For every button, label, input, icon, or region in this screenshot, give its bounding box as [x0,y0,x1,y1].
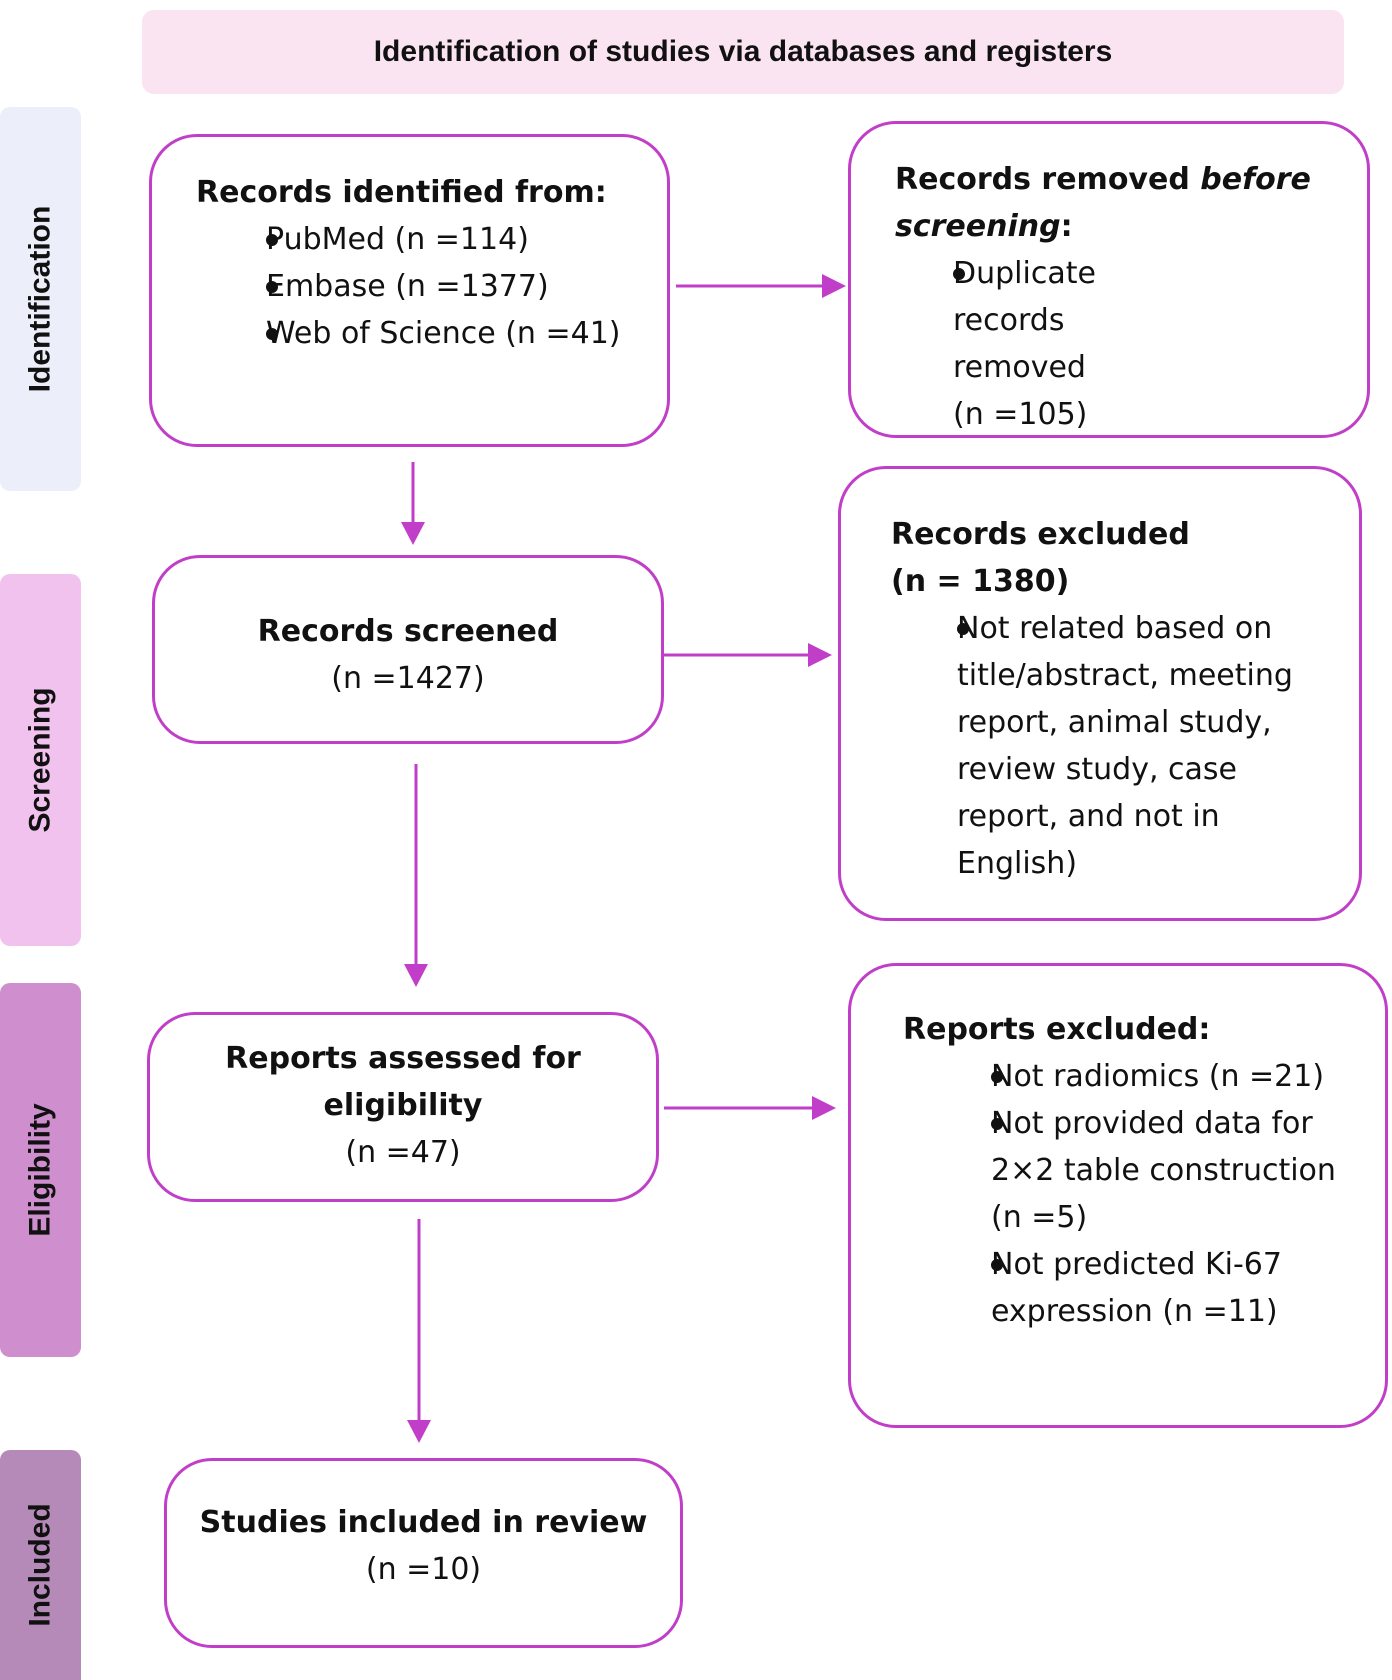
header-title: Identification of studies via databases … [373,35,1113,68]
records-excluded-box: Records excluded (n = 1380) Not related … [838,466,1362,921]
stage-identification: Identification [0,107,81,491]
list-item: Not provided data for 2×2 table construc… [903,1100,1351,1241]
reports-assessed-count: (n =47) [345,1135,461,1170]
records-excluded-title: Records excluded [891,517,1190,552]
records-removed-count: (n =105) [953,397,1088,432]
records-screened-count: (n =1427) [331,661,485,696]
studies-included-box: Studies included in review (n =10) [164,1458,683,1648]
reports-excluded-title: Reports excluded: [903,1012,1211,1047]
stage-included: Included [0,1450,81,1680]
records-excluded-list: Not related based on title/abstract, mee… [891,605,1339,887]
list-item: Duplicate records removed [895,250,1193,391]
records-screened-title: Records screened [257,614,559,649]
stage-screening-label: Screening [23,687,57,833]
stage-identification-label: Identification [23,205,57,393]
diagram-header: Identification of studies via databases … [142,10,1344,94]
list-item: Not predicted Ki-67 expression (n =11) [903,1241,1321,1335]
arrow-identified-to-removed [676,274,846,298]
list-item: Not related based on title/abstract, mee… [891,605,1307,887]
records-removed-box: Records removed before screening: Duplic… [848,121,1370,438]
stage-included-label: Included [23,1503,57,1627]
list-item: Embase (n =1377) [196,263,667,310]
reports-assessed-box: Reports assessed for eligibility (n =47) [147,1012,659,1202]
arrow-identified-to-screened [401,462,425,545]
list-item: PubMed (n =114) [196,216,667,263]
reports-excluded-list: Not radiomics (n =21) Not provided data … [903,1053,1365,1335]
arrow-assessed-to-included [407,1219,431,1443]
records-removed-title: Records removed before screening: [895,162,1311,244]
reports-excluded-box: Reports excluded: Not radiomics (n =21) … [848,963,1388,1428]
records-identified-title: Records identified from: [196,175,607,210]
records-screened-box: Records screened (n =1427) [152,555,664,744]
studies-included-title: Studies included in review [199,1505,648,1540]
stage-screening: Screening [0,574,81,946]
records-identified-box: Records identified from: PubMed (n =114)… [149,134,670,447]
arrow-screened-to-excluded [664,643,832,667]
records-removed-list: Duplicate records removed [895,250,1347,391]
list-item: Not radiomics (n =21) [903,1053,1351,1100]
stage-eligibility-label: Eligibility [23,1103,57,1237]
arrow-screened-to-assessed [404,764,428,987]
studies-included-count: (n =10) [365,1552,482,1587]
records-identified-list: PubMed (n =114) Embase (n =1377) Web of … [196,216,667,357]
stage-eligibility: Eligibility [0,983,81,1357]
arrow-assessed-to-excluded [664,1096,836,1120]
list-item: Web of Science (n =41) [196,310,667,357]
reports-assessed-title: Reports assessed for eligibility [225,1041,581,1123]
records-excluded-count: (n = 1380) [891,564,1070,599]
